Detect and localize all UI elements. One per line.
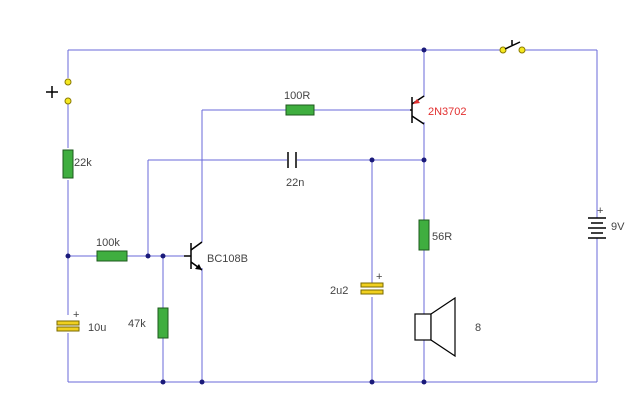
transistor-bc108b-label: BC108B [207, 253, 248, 265]
resistor-100k-label: 100k [96, 237, 120, 249]
transistor-2n3702-label: 2N3702 [428, 106, 467, 118]
transistor-2n3702: 2N3702 [410, 95, 467, 125]
battery-label: 9V [611, 221, 625, 233]
capacitor-22n-label: 22n [286, 177, 304, 189]
resistor-100k: 100k [96, 237, 128, 262]
capacitor-22n: 22n [286, 152, 304, 189]
resistor-22k: 22k [62, 149, 92, 179]
resistor-22k-label: 22k [74, 157, 92, 169]
resistor-56r: 56R [418, 219, 452, 251]
resistor-100r-label: 100R [284, 90, 310, 102]
capacitor-2u2-label: 2u2 [330, 285, 348, 297]
transistor-bc108b: BC108B [184, 241, 248, 271]
power-switch [499, 40, 526, 54]
push-button [46, 78, 72, 105]
junction-dots [65, 47, 427, 385]
wires [67, 49, 598, 383]
capacitor-2u2: + 2u2 [330, 271, 384, 297]
svg-text:+: + [597, 205, 603, 217]
capacitor-10u: + 10u [56, 309, 106, 334]
resistor-47k-label: 47k [128, 318, 146, 330]
capacitor-10u-label: 10u [88, 322, 106, 334]
svg-text:+: + [376, 271, 382, 283]
resistor-100r: 100R [284, 90, 315, 116]
resistor-56r-label: 56R [432, 231, 452, 243]
speaker-label: 8 [475, 322, 481, 334]
resistor-47k: 47k [128, 307, 169, 339]
speaker: 8 [414, 296, 481, 358]
battery-9v: + 9V [588, 205, 625, 239]
svg-text:+: + [73, 309, 79, 321]
